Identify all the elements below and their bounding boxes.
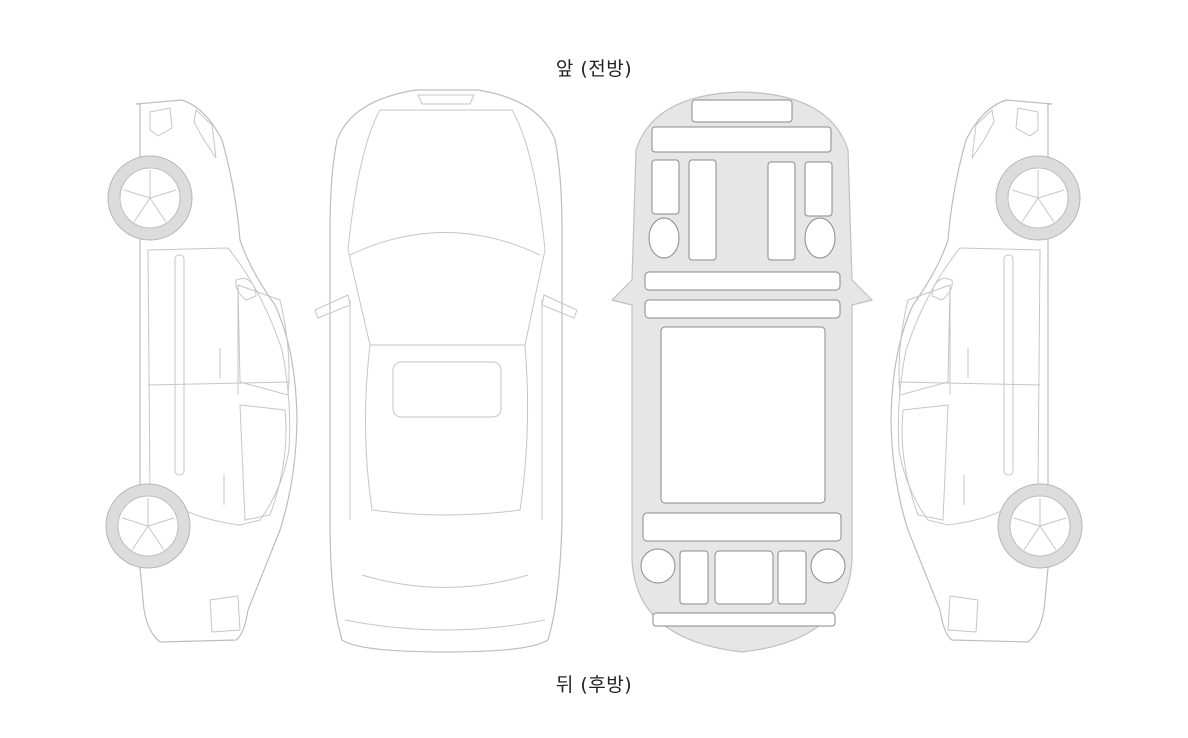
front-wheel-spokes xyxy=(123,170,177,223)
rear-label: 뒤 (후방) xyxy=(555,674,633,696)
car-top-view[interactable] xyxy=(314,89,578,653)
car-underbody-view[interactable] xyxy=(610,91,874,653)
front-label: 앞 (전방) xyxy=(555,58,633,80)
car-right-side-view[interactable] xyxy=(890,99,1083,643)
rear-wheel-spokes xyxy=(121,498,175,551)
car-left-side-view[interactable] xyxy=(105,99,298,643)
